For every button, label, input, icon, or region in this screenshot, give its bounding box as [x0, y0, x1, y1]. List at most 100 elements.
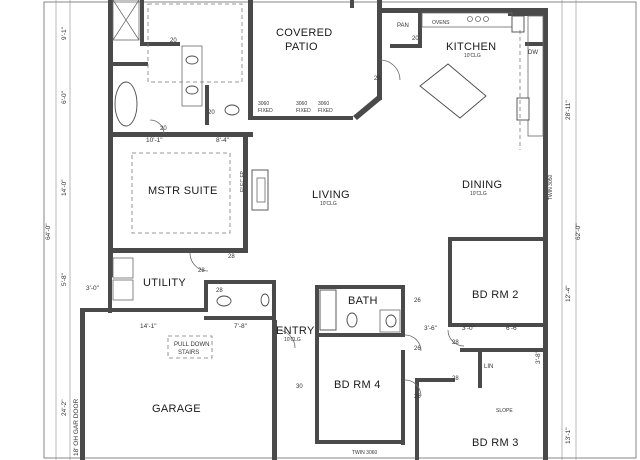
walls — [80, 0, 548, 460]
vanity — [181, 45, 203, 107]
dimension-label: 8'-4" — [216, 137, 230, 144]
page-frame — [43, 1, 637, 459]
dimension-label: 3'-8" — [535, 350, 542, 364]
kitchen-counter-right — [527, 15, 544, 137]
dimension-label: 14'-0" — [61, 179, 68, 196]
slope-label: SLOPE — [496, 408, 513, 414]
dimension-label: 13'-1" — [565, 427, 572, 444]
door-label: 26 — [414, 394, 421, 400]
door-swing — [189, 252, 209, 272]
covered-patio-label-2: PATIO — [285, 41, 318, 53]
dimension-label: 7'-8" — [234, 323, 248, 330]
dimension-label: 3'-0" — [462, 325, 476, 332]
living-label: LIVING — [312, 189, 350, 201]
sink — [260, 293, 270, 307]
dimension-label: 10'-1" — [146, 137, 163, 144]
utility-label: UTILITY — [143, 277, 186, 289]
kitchen-island — [419, 63, 487, 119]
dimension-label: 28'-11" — [565, 100, 572, 120]
pull-down-stairs-label: PULL DOWN — [174, 342, 209, 348]
entry-label: ENTRY — [276, 325, 315, 337]
door-label: 28 — [452, 340, 459, 346]
door-swing — [447, 329, 465, 347]
kitchen-sink — [511, 15, 525, 33]
door-label: 28 — [452, 376, 459, 382]
door-label: 28 — [374, 76, 381, 82]
vanity-sink — [385, 314, 397, 328]
electric-fireplace-label: ELEC FP — [240, 170, 246, 192]
bath-label: BATH — [348, 295, 378, 307]
dimension-label: 14'-1" — [140, 323, 157, 330]
toilet — [346, 312, 358, 328]
dimension-label: 62'-0" — [575, 223, 582, 240]
dishwasher-label: DW — [528, 50, 538, 56]
door-swing — [276, 329, 296, 349]
dimension-label: 6'-0" — [61, 90, 68, 104]
pantry-label: PAN — [397, 23, 409, 29]
dining-label: DINING — [462, 179, 502, 191]
bedroom-3-label: BD RM 3 — [472, 437, 519, 449]
pull-down-stairs-label-2: STAIRS — [178, 350, 199, 356]
dryer — [112, 279, 134, 301]
door-swing — [404, 334, 422, 352]
cooktop-burner — [475, 16, 481, 22]
door-swing — [379, 59, 401, 81]
window-label: 3060 — [258, 101, 269, 107]
door-label: 20 — [160, 126, 167, 132]
linen-label: LIN — [484, 364, 493, 370]
pull-down-stairs-box — [167, 335, 213, 359]
cooktop-burner — [467, 16, 473, 22]
window-label: 3060 — [318, 101, 329, 107]
bedroom-4-label: BD RM 4 — [334, 379, 381, 391]
door-label: 26 — [414, 298, 421, 304]
door-label: 26 — [414, 346, 421, 352]
shower — [112, 0, 140, 41]
dimension-label: 64'-0" — [45, 223, 52, 240]
window-fixed-label: FIXED — [318, 108, 333, 114]
window-twin-label: TWIN 3060 — [352, 450, 378, 456]
bedroom-2-label: BD RM 2 — [472, 289, 519, 301]
oven-label: OVENS — [432, 20, 450, 26]
tray-ceiling — [131, 152, 231, 234]
door-label: 20 — [170, 38, 177, 44]
covered-patio-label: COVERED — [276, 27, 333, 39]
vanity — [379, 309, 401, 333]
dimension-label: 12'-4" — [565, 285, 572, 302]
entry-ceiling: 10'CLG — [284, 337, 301, 343]
window-fixed-label: FIXED — [296, 108, 311, 114]
window-fixed-label: FIXED — [258, 108, 273, 114]
shower-x — [112, 0, 140, 41]
window-label: 3060 — [296, 101, 307, 107]
vanity-sink — [185, 85, 199, 95]
dimension-label: 24'-2" — [61, 399, 68, 416]
closet-outline — [147, 3, 243, 83]
dimension-label: 9'-1" — [61, 26, 68, 40]
washer — [112, 257, 134, 279]
door-label: 30 — [296, 384, 303, 390]
door-label: 28 — [228, 254, 235, 260]
toilet — [224, 104, 240, 116]
dimension-label: 5'-8" — [61, 272, 68, 286]
fireplace — [251, 169, 269, 211]
garage-door-label: 18' OH GAR DOOR — [73, 398, 80, 456]
refrigerator — [516, 97, 530, 121]
garage-label: GARAGE — [152, 403, 201, 415]
bathtub — [319, 289, 337, 331]
fireplace-box — [256, 177, 266, 203]
master-suite-label: MSTR SUITE — [148, 185, 218, 197]
dining-ceiling: 10'CLG — [470, 191, 487, 197]
door-label: 20 — [208, 110, 215, 116]
living-ceiling: 10'CLG — [320, 201, 337, 207]
door-label: 20 — [412, 36, 419, 42]
cooktop-burner — [483, 16, 489, 22]
door-label: 28 — [198, 268, 205, 274]
dimension-label: 3'-6" — [424, 325, 438, 332]
window-twin-label: TWIN 3050 — [548, 174, 554, 200]
dimension-label: 3'-0" — [86, 285, 100, 292]
door-label: 28 — [216, 288, 223, 294]
toilet — [216, 295, 232, 307]
door-swing — [404, 379, 422, 397]
kitchen-label: KITCHEN — [446, 41, 496, 53]
kitchen-ceiling: 10'CLG — [464, 53, 481, 59]
